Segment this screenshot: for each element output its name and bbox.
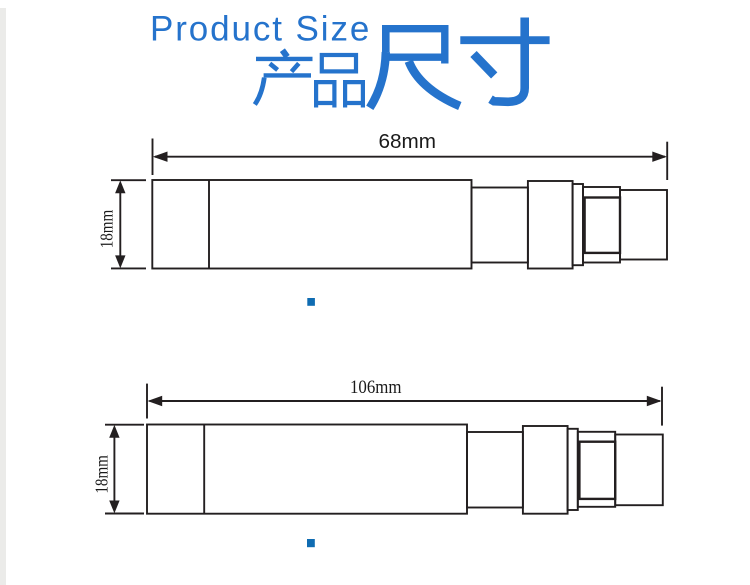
- svg-text:Product Size: Product Size: [150, 9, 371, 48]
- svg-text:68mm: 68mm: [379, 131, 437, 153]
- svg-text:18mm: 18mm: [92, 455, 112, 494]
- svg-text:18mm: 18mm: [97, 210, 117, 249]
- svg-text:106mm: 106mm: [350, 377, 402, 398]
